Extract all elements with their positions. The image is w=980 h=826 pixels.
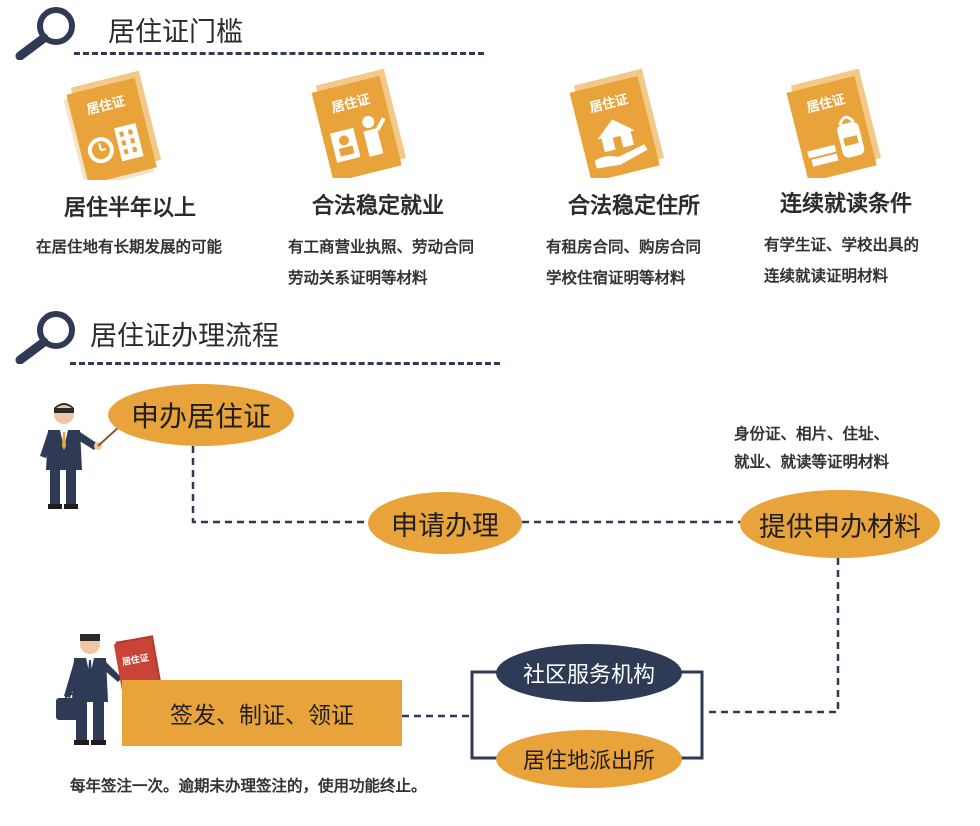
desc-line: 学校住宿证明等材料 — [546, 269, 686, 287]
issue-certificate-box: 签发、制证、领证 — [122, 680, 402, 746]
note-line: 身份证、相片、住址、 — [734, 425, 890, 443]
magnifier-icon — [15, 311, 75, 364]
title-underline — [70, 362, 500, 365]
requirement-title-housing: 合法稳定住所 — [567, 194, 700, 219]
requirement-desc-residence: 在居住地有长期发展的可能 — [36, 232, 222, 263]
section-title-process: 居住证办理流程 — [90, 321, 279, 352]
node-label: 申请办理 — [391, 510, 499, 542]
apply-residence-permit-node: 申办居住证 — [108, 384, 294, 446]
node-label: 提供申办材料 — [759, 511, 921, 543]
presenter-man-icon — [40, 403, 121, 509]
desc-line: 有学生证、学校出具的 — [764, 236, 920, 254]
node-label: 申办居住证 — [130, 400, 271, 433]
requirement-desc-housing: 有租房合同、购房合同 学校住宿证明等材料 — [546, 232, 701, 294]
footer-note: 每年签注一次。逾期未办理签注的，使用功能终止。 — [70, 777, 427, 795]
requirement-title-residence: 居住半年以上 — [63, 196, 196, 221]
node-label: 社区服务机构 — [522, 663, 655, 688]
desc-line: 连续就读证明材料 — [764, 267, 889, 285]
id-badge-person-icon: 居住证 — [311, 68, 407, 178]
clock-building-icon: 居住证 — [63, 70, 162, 180]
magnifier-icon — [15, 7, 75, 60]
requirement-title-employment: 合法稳定就业 — [311, 194, 444, 219]
desc-line: 劳动关系证明等材料 — [288, 269, 428, 287]
node-label: 居住地派出所 — [522, 749, 655, 774]
desc-line: 有租房合同、购房合同 — [546, 238, 702, 256]
title-underline — [74, 52, 484, 55]
requirement-desc-employment: 有工商营业执照、劳动合同 劳动关系证明等材料 — [288, 232, 474, 294]
section-title-threshold: 居住证门槛 — [108, 17, 243, 48]
desc-line: 有工商营业执照、劳动合同 — [288, 238, 475, 256]
requirement-desc-education: 有学生证、学校出具的 连续就读证明材料 — [764, 230, 919, 292]
house-hand-icon: 居住证 — [569, 68, 665, 178]
materials-note: 身份证、相片、住址、 就业、就读等证明材料 — [734, 420, 889, 476]
police-station-node: 居住地派出所 — [496, 730, 682, 788]
apply-process-node: 申请办理 — [368, 492, 522, 554]
desc-line: 在居住地有长期发展的可能 — [36, 238, 223, 256]
note-line: 就业、就读等证明材料 — [734, 453, 890, 471]
community-service-node: 社区服务机构 — [496, 644, 682, 702]
books-backpack-icon: 居住证 — [786, 68, 882, 178]
box-label: 签发、制证、领证 — [170, 703, 354, 729]
submit-materials-node: 提供申办材料 — [740, 490, 940, 558]
requirement-title-education: 连续就读条件 — [779, 192, 912, 217]
